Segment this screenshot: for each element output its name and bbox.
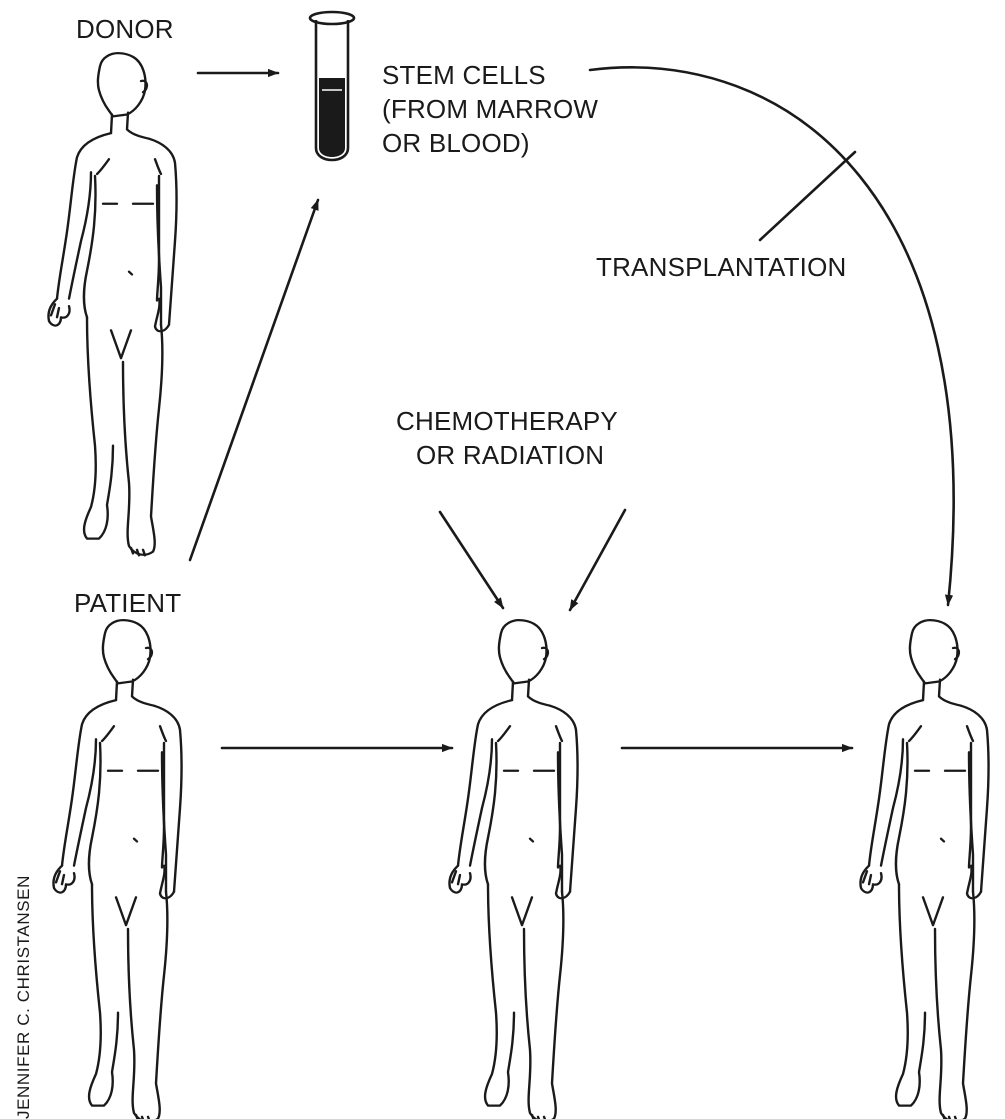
chemo-label-line2: OR RADIATION — [416, 440, 604, 471]
stem-cells-label-line3: OR BLOOD) — [382, 128, 530, 159]
chemo-label-line1: CHEMOTHERAPY — [396, 406, 618, 437]
transplantation-label: TRANSPLANTATION — [596, 252, 847, 283]
patient-label: PATIENT — [74, 588, 181, 619]
stem-cells-label-line2: (FROM MARROW — [382, 94, 598, 125]
transplanted-patient-figure — [860, 620, 988, 1119]
transplantation-arrow — [590, 67, 954, 605]
artist-credit: JENNIFER C. CHRISTANSEN — [14, 875, 34, 1119]
chemo-arrow-right — [570, 510, 625, 610]
stem-cells-label-line1: STEM CELLS — [382, 60, 546, 91]
test-tube-icon — [310, 12, 354, 160]
treated-patient-figure — [449, 620, 577, 1119]
donor-figure — [48, 53, 176, 555]
patient-to-tube-arrow — [190, 200, 318, 560]
patient-figure — [53, 620, 181, 1119]
donor-label: DONOR — [76, 14, 174, 45]
transplantation-pointer-line — [760, 152, 855, 240]
chemo-arrow-left — [440, 512, 503, 608]
